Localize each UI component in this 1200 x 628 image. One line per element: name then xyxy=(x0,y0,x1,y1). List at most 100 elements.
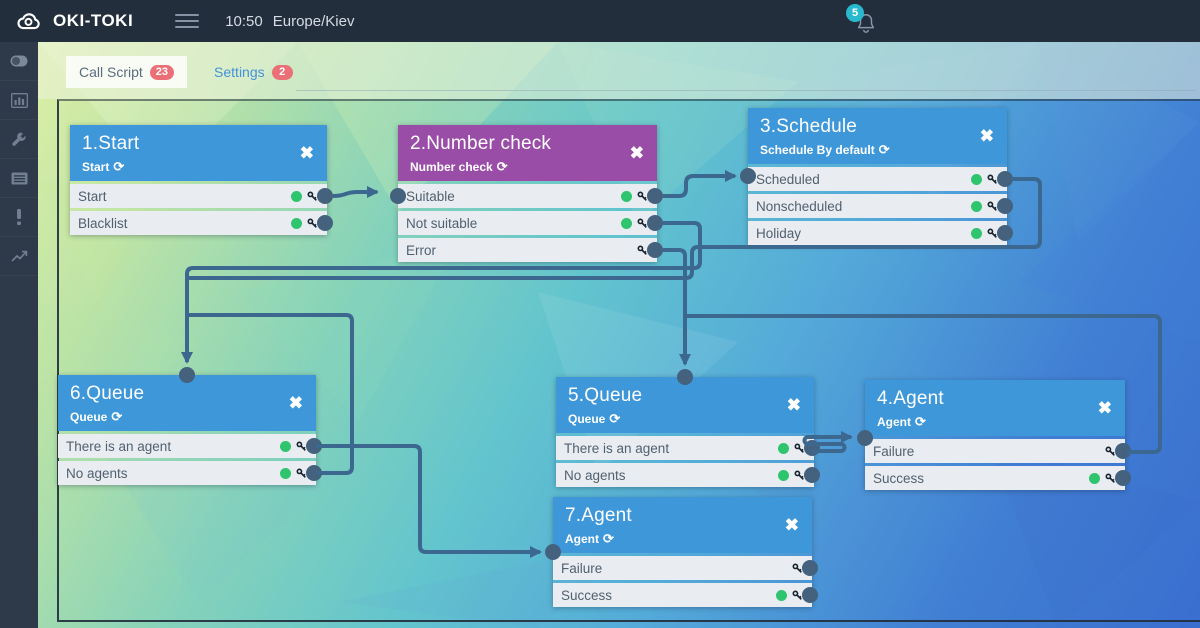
node-row[interactable]: Success xyxy=(865,466,1131,490)
close-icon[interactable]: ✖ xyxy=(288,393,303,413)
top-bar: OKI-TOKI 10:50 Europe/Kiev 5 xyxy=(0,0,1200,42)
refresh-icon[interactable]: ⟳ xyxy=(496,159,508,174)
node-row[interactable]: No agents xyxy=(58,461,322,485)
output-port[interactable] xyxy=(997,171,1013,187)
node-row[interactable]: Start xyxy=(70,184,333,208)
output-port[interactable] xyxy=(317,215,333,231)
status-dot[interactable] xyxy=(291,190,302,202)
node-row[interactable]: There is an agent xyxy=(556,436,820,460)
output-port[interactable] xyxy=(1115,443,1131,459)
sidebar-item-analytics[interactable] xyxy=(0,237,38,276)
node-row[interactable]: Holiday xyxy=(748,221,1013,245)
close-icon[interactable]: ✖ xyxy=(629,143,644,163)
status-dot[interactable] xyxy=(971,227,982,239)
output-port[interactable] xyxy=(647,188,663,204)
node-subtitle: Queue⟳ xyxy=(568,411,621,426)
row-label: Scheduled xyxy=(756,171,820,187)
sidebar-item-reports[interactable] xyxy=(0,81,38,120)
status-dot[interactable] xyxy=(776,589,787,601)
script-canvas[interactable] xyxy=(57,99,1200,622)
cloud-logo-icon xyxy=(17,13,40,30)
output-port[interactable] xyxy=(802,587,818,603)
tab-call-script[interactable]: Call Script 23 xyxy=(66,56,188,88)
timezone-label: Europe/Kiev xyxy=(272,12,355,30)
row-label: No agents xyxy=(66,465,128,481)
notifications-button[interactable]: 5 xyxy=(846,4,884,40)
node-row[interactable]: No agents xyxy=(556,463,820,487)
node-row[interactable]: Suitable xyxy=(398,184,663,208)
node-subtitle: Number check⟳ xyxy=(410,159,508,174)
node-row[interactable]: Success xyxy=(553,583,818,607)
close-icon[interactable]: ✖ xyxy=(979,126,994,146)
sidebar-item-alerts[interactable] xyxy=(0,198,38,237)
node-row[interactable]: Scheduled xyxy=(748,167,1013,191)
bar-chart-icon xyxy=(10,92,28,108)
sidebar-item-tools[interactable] xyxy=(0,120,38,159)
output-port[interactable] xyxy=(317,188,333,204)
status-dot[interactable] xyxy=(971,173,982,185)
output-port[interactable] xyxy=(306,465,322,481)
sidebar-item-lists[interactable] xyxy=(0,159,38,198)
refresh-icon[interactable]: ⟳ xyxy=(603,531,614,546)
node-row[interactable]: Error xyxy=(398,238,663,262)
status-dot[interactable] xyxy=(778,442,789,454)
row-label: There is an agent xyxy=(66,438,172,454)
output-port[interactable] xyxy=(647,242,663,258)
refresh-icon[interactable]: ⟳ xyxy=(113,159,125,174)
node-row[interactable]: Nonscheduled xyxy=(748,194,1013,218)
row-label: No agents xyxy=(564,467,626,483)
status-dot[interactable] xyxy=(280,467,291,479)
node-row[interactable]: There is an agent xyxy=(58,434,322,458)
output-port[interactable] xyxy=(804,440,820,456)
status-dot[interactable] xyxy=(778,469,789,481)
node-subtitle: Start⟳ xyxy=(82,159,125,174)
node-title: 4.Agent xyxy=(877,388,944,409)
status-dot[interactable] xyxy=(971,200,982,212)
tab-settings[interactable]: Settings 2 xyxy=(201,56,306,88)
status-dot[interactable] xyxy=(621,217,632,229)
close-icon[interactable]: ✖ xyxy=(1097,398,1112,418)
refresh-icon[interactable]: ⟳ xyxy=(111,409,123,424)
output-port[interactable] xyxy=(804,467,820,483)
menu-icon[interactable] xyxy=(175,10,200,32)
tab-call-script-badge: 23 xyxy=(149,64,175,80)
output-port[interactable] xyxy=(647,215,663,231)
node-row[interactable]: Not suitable xyxy=(398,211,663,235)
close-icon[interactable]: ✖ xyxy=(299,143,314,163)
status-dot[interactable] xyxy=(291,217,302,229)
close-icon[interactable]: ✖ xyxy=(786,395,801,415)
node-row[interactable]: Failure xyxy=(865,439,1131,463)
refresh-icon[interactable]: ⟳ xyxy=(609,411,621,426)
output-port[interactable] xyxy=(802,560,818,576)
close-icon[interactable]: ✖ xyxy=(784,515,799,535)
row-label: Failure xyxy=(561,560,603,576)
output-port[interactable] xyxy=(997,198,1013,214)
output-port[interactable] xyxy=(306,438,322,454)
logo[interactable]: OKI-TOKI xyxy=(14,9,133,33)
status-dot[interactable] xyxy=(621,190,632,202)
node-row[interactable]: Failure xyxy=(553,556,818,580)
node-row[interactable]: Blacklist xyxy=(70,211,333,235)
output-port[interactable] xyxy=(1115,470,1131,486)
refresh-icon[interactable]: ⟳ xyxy=(915,414,926,429)
status-dot[interactable] xyxy=(280,440,291,452)
sidebar-item-toggle[interactable] xyxy=(0,42,38,81)
output-port[interactable] xyxy=(997,225,1013,241)
status-dot[interactable] xyxy=(1089,472,1100,484)
refresh-icon[interactable]: ⟳ xyxy=(878,142,890,157)
